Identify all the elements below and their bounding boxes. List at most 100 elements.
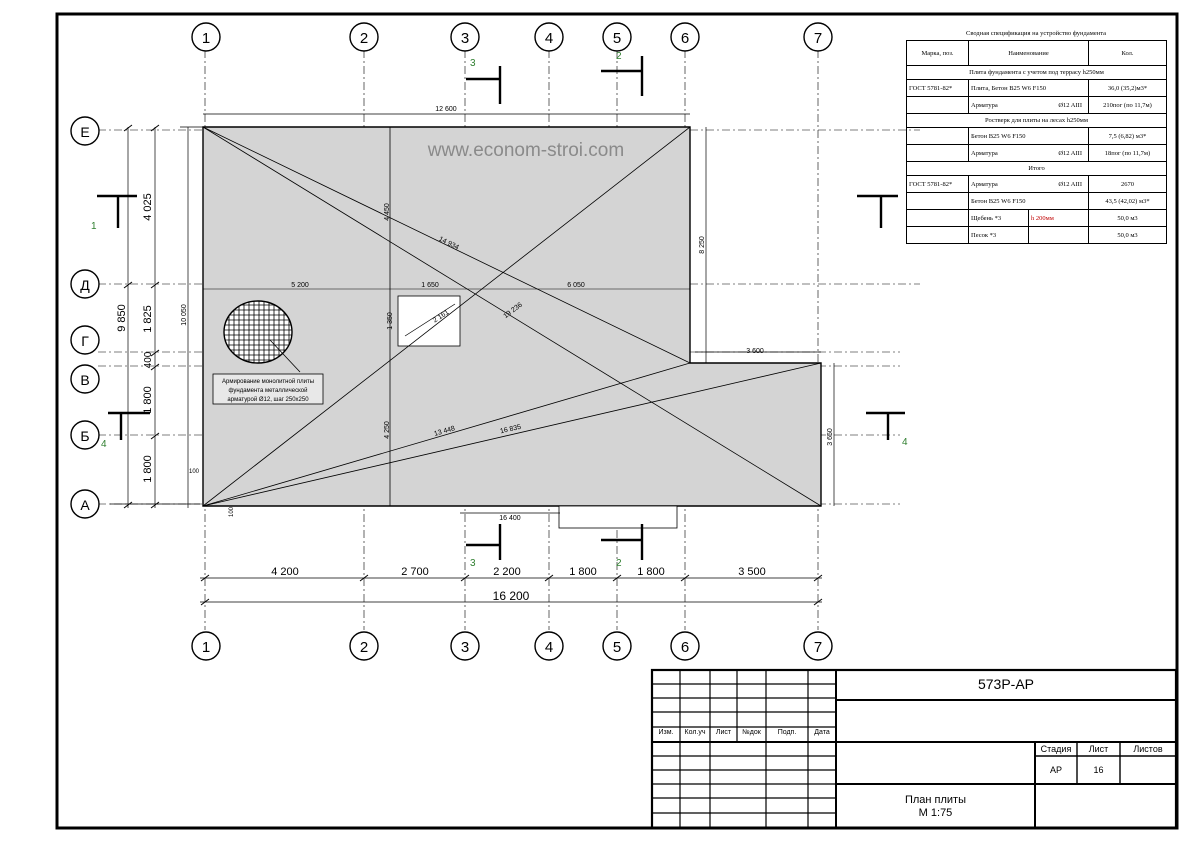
dim-opening-height: 1 350 (387, 312, 394, 330)
dim-small-100b: 100 (229, 506, 235, 517)
axis-col-7-top: 7 (814, 30, 822, 47)
axis-col-4-bottom: 4 (545, 639, 553, 656)
spec-title: Сводная спецификация на устройство фунда… (965, 30, 1107, 37)
dim-mid-1: 5 200 (291, 282, 309, 289)
dim-top-overall: 12 600 (435, 106, 457, 113)
dim-left-5: 1 800 (142, 455, 154, 483)
dim-bottom-5: 1 800 (637, 566, 665, 578)
slab-diagonals (202, 126, 822, 507)
spec-cell-dia: h 200мм (1028, 209, 1089, 227)
spec-cell-name: Арматура (968, 144, 1029, 162)
spec-cell-dia: Ø12 AIII (1028, 144, 1089, 162)
spec-cell-name: Песок *3 (968, 226, 1029, 244)
titleblock-stage-header: Стадия (1040, 744, 1072, 754)
spec-cell-dia: Ø12 AIII (1028, 96, 1089, 114)
spec-cell-qty: 50,0 м3 (1088, 226, 1167, 244)
spec-cell-dia: Ø12 AIII (1028, 175, 1089, 193)
axis-col-1-bottom: 1 (202, 639, 210, 656)
dim-small-100a: 100 (189, 469, 200, 475)
dim-left-4: 1 800 (142, 386, 154, 414)
axis-row-A: А (80, 497, 90, 513)
axis-col-6-top: 6 (681, 30, 689, 47)
dim-left-3: 400 (143, 351, 154, 368)
spec-cell-name: Щебень *3 (968, 209, 1029, 227)
titleblock-col-ndok: №док (742, 729, 761, 736)
dim-bottom-4: 1 800 (569, 566, 597, 578)
titleblock-col-podp: Подп. (777, 729, 797, 736)
rebar-mesh-symbol (223, 300, 301, 373)
dim-step-width: 3 600 (746, 348, 764, 355)
titleblock-sheets-header: Листов (1133, 744, 1163, 754)
spec-cell-name: Арматура (968, 96, 1029, 114)
dim-left-1: 4 025 (142, 193, 154, 221)
dim-left-inner: 10 050 (181, 304, 188, 326)
axis-col-2-top: 2 (360, 30, 368, 47)
spec-cell-mark (906, 209, 969, 227)
spec-header-name: Наименование (968, 40, 1089, 66)
dim-bottom-3: 2 200 (493, 566, 521, 578)
section-mark-3-top: 3 (470, 58, 476, 69)
dim-mid-2: 1 650 (421, 282, 439, 289)
axis-col-2-bottom: 2 (360, 639, 368, 656)
titleblock-title-1: План плиты (904, 794, 967, 806)
axis-col-5-bottom: 5 (613, 639, 621, 656)
dim-bottom-6: 3 500 (738, 566, 766, 578)
dim-left-2: 1 825 (142, 305, 154, 333)
dimension-ticks (123, 124, 823, 606)
annotation-line-2: фундамента металлической (229, 387, 308, 394)
titleblock-stage: АР (1049, 765, 1062, 775)
section-mark-2-top: 2 (616, 51, 622, 62)
axis-col-4-top: 4 (545, 30, 553, 47)
spec-header-qty: Кол. (1088, 40, 1167, 66)
spec-cell-name: Бетон В25 W6 F150 (968, 192, 1089, 210)
porch-notch (558, 505, 678, 529)
titleblock-col-izm: Изм. (658, 729, 674, 736)
annotation-line-3: арматурой Ø12, шаг 250х250 (227, 396, 309, 403)
spec-cell-qty: 36,0 (35,2)м3* (1088, 79, 1167, 97)
dim-mid-3: 6 050 (567, 282, 585, 289)
dim-bottom-2: 2 700 (401, 566, 429, 578)
sheet-frame (55, 12, 1179, 830)
section-mark-4-left: 4 (101, 439, 107, 450)
axis-row-D: Д (80, 277, 90, 293)
specification-table: Сводная спецификация на устройство фунда… (906, 28, 1167, 244)
axis-col-1-top: 1 (202, 30, 210, 47)
spec-cell-qty: 210пог (по 11,7м) (1088, 96, 1167, 114)
spec-cell-qty: 18пог (по 11,7м) (1088, 144, 1167, 162)
section-mark-3-bottom: 3 (470, 558, 476, 569)
axis-bubbles: 1 2 3 4 5 6 7 1 2 3 4 5 6 7 Е Д Г В (70, 22, 833, 661)
titleblock-sheet: 16 (1093, 765, 1104, 775)
axis-col-5-top: 5 (613, 30, 621, 47)
spec-cell-mark (906, 96, 969, 114)
section-mark-1-left: 1 (91, 221, 97, 232)
spec-cell-qty: 7,5 (6,82) м3* (1088, 127, 1167, 145)
dim-col2-lower: 4 250 (384, 421, 391, 439)
section-cuts (97, 56, 905, 560)
spec-cell-mark (906, 226, 969, 244)
axis-col-3-bottom: 3 (461, 639, 469, 656)
dimension-texts: 12 600 16 400 4 200 2 700 2 200 1 800 1 … (116, 106, 834, 603)
spec-cell-qty: 2670 (1088, 175, 1167, 193)
spec-group-title: Плита фундамента с учетом под террасу h2… (906, 65, 1167, 80)
spec-cell-qty: 43,5 (42,02) м3* (1088, 192, 1167, 210)
axis-row-E: Е (80, 124, 89, 140)
dim-bottom-1: 4 200 (271, 566, 299, 578)
spec-cell-name: Арматура (968, 175, 1029, 193)
axis-col-7-bottom: 7 (814, 639, 822, 656)
titleblock-code: 573Р-АР (977, 676, 1035, 692)
dim-diagonal-4: 16 835 (499, 424, 522, 436)
titleblock-title-2: М 1:75 (918, 807, 953, 819)
titleblock-col-data: Дата (814, 729, 830, 736)
spec-header-mark: Марка, поз. (906, 40, 969, 66)
spec-group-title: Итого (906, 161, 1167, 176)
annotation-line-1: Армирование монолитной плиты (222, 378, 314, 385)
titleblock-col-list: Лист (715, 729, 732, 736)
spec-cell-mark (906, 192, 969, 210)
annotation-box (212, 373, 324, 405)
titleblock-col-kol: Кол.уч (684, 729, 706, 736)
title-block (650, 668, 1178, 830)
spec-grid: Марка, поз. Наименование Кол. Плита фунд… (906, 40, 1167, 244)
dimension-lines (110, 113, 835, 603)
axis-row-B: Б (80, 428, 89, 444)
